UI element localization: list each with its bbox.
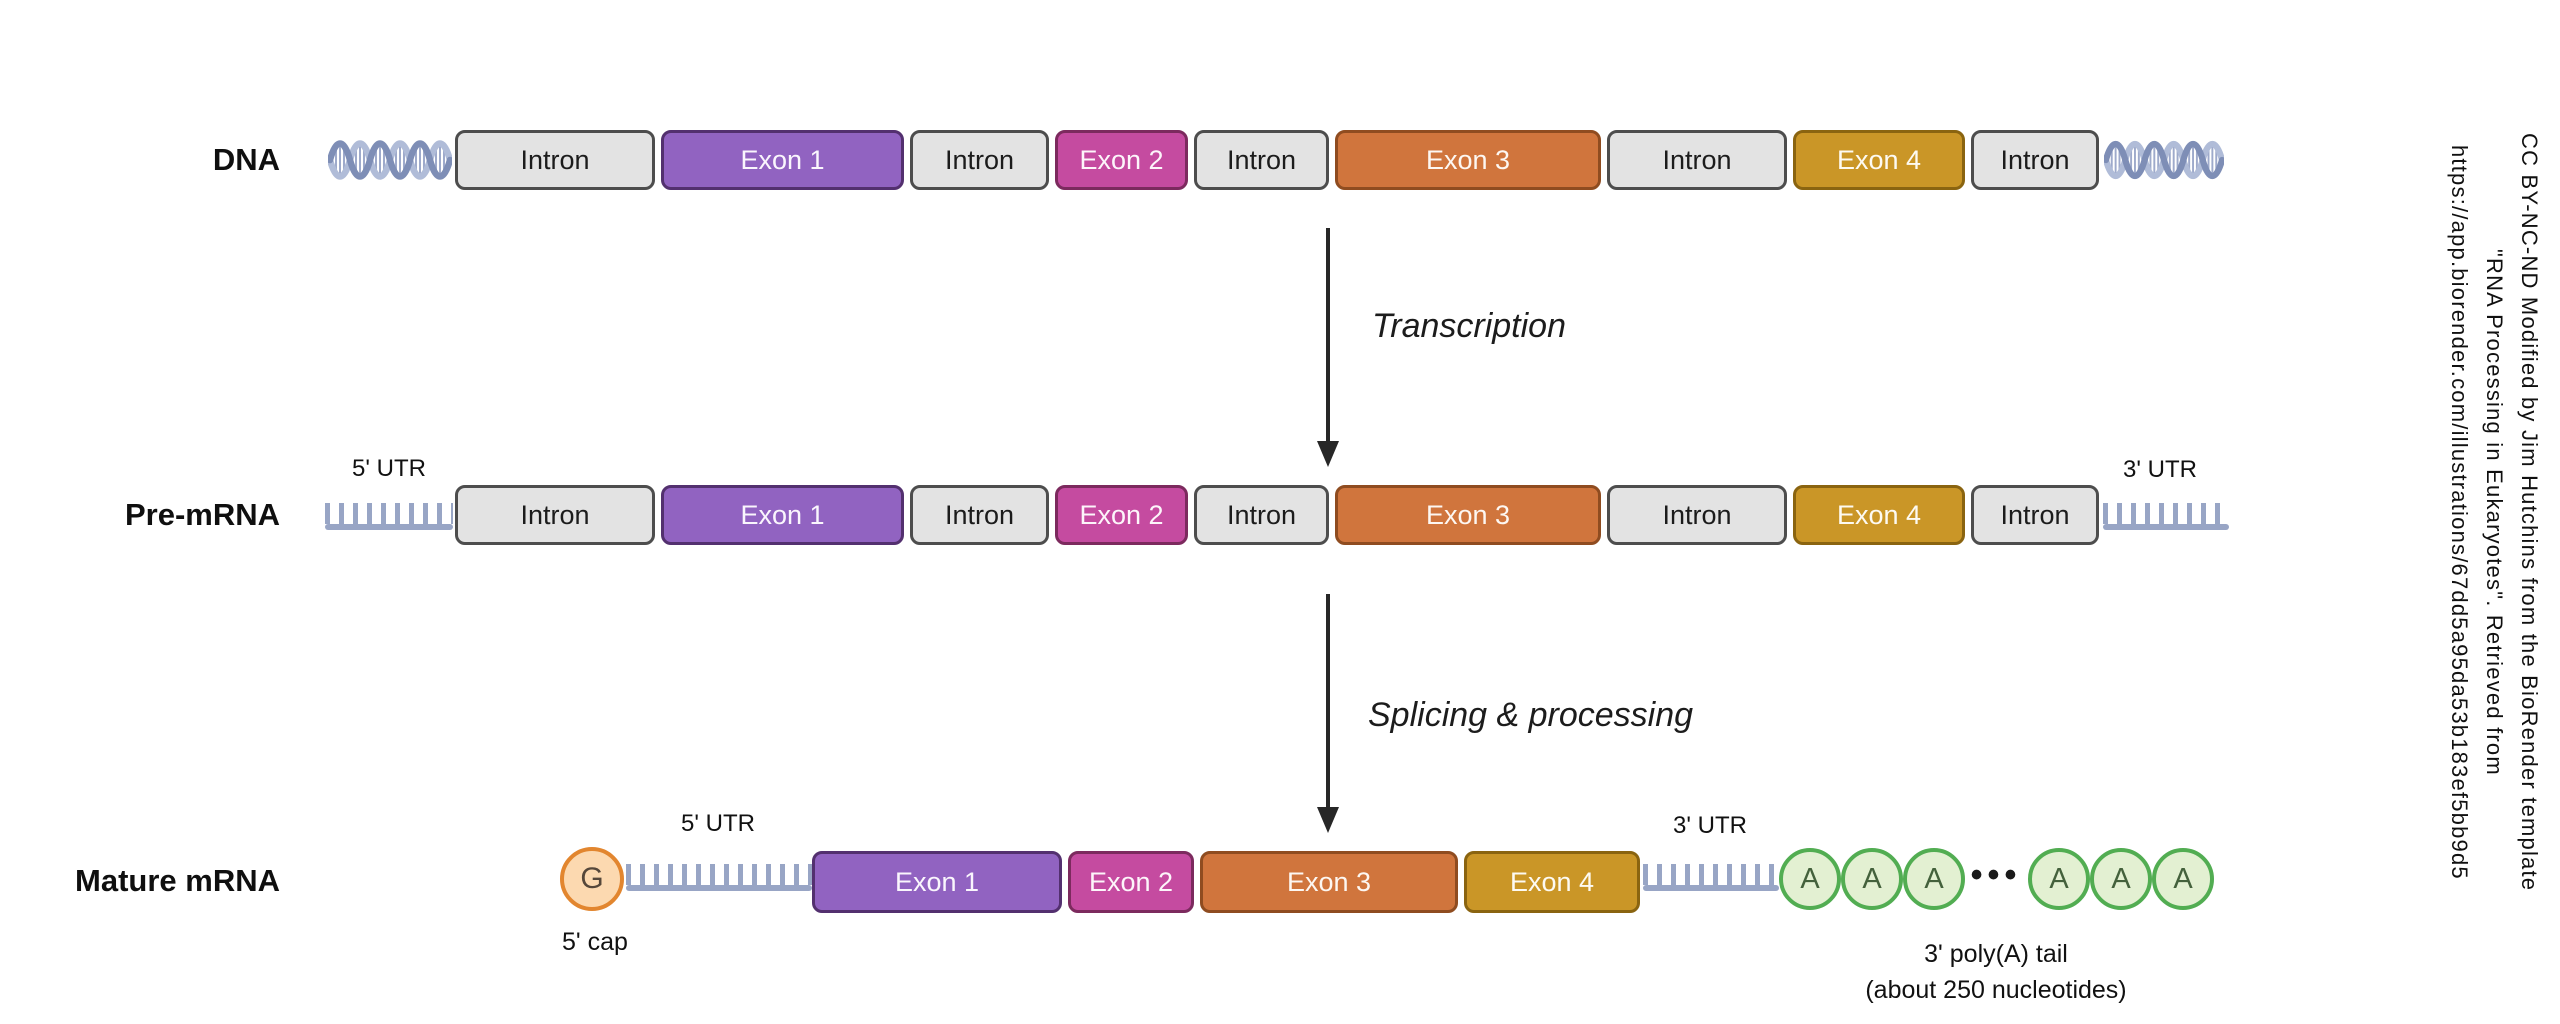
mature-3utr-strand [1643, 864, 1779, 891]
pre-mrna-row: Pre-mRNA 5' UTR Intron Exon 1 Intron Exo… [0, 455, 2560, 545]
dna-helix-right-icon [2104, 140, 2224, 180]
mature-mrna-row: Mature mRNA G 5' cap 5' UTR Exon 1 Exon … [0, 810, 2560, 1004]
attribution-text: CC BY-NC-ND Modified by Jim Hutchins fro… [2442, 0, 2547, 1024]
mature-mrna-row-label: Mature mRNA [75, 863, 280, 898]
pre-mrna-3utr-strand [2103, 503, 2229, 530]
rna-teeth [2103, 503, 2229, 524]
pre-mrna-3utr-label: 3' UTR [2123, 456, 2197, 483]
mature-5utr-strand [626, 864, 812, 891]
polya-nucleotide-icon: A [1903, 848, 1965, 910]
pre-mrna-segment-intron: Intron [1607, 485, 1787, 545]
dna-segment-exon-2: Exon 2 [1055, 130, 1188, 190]
dna-segment-exon-1: Exon 1 [661, 130, 904, 190]
dna-row-label: DNA [212, 142, 280, 177]
splicing-arrowhead-icon [1317, 807, 1339, 833]
pre-mrna-segment-intron: Intron [455, 485, 655, 545]
dna-segment-intron: Intron [1607, 130, 1787, 190]
pre-mrna-segment-intron: Intron [1194, 485, 1329, 545]
attribution-url-line: https://app.biorender.com/illustrations/… [2447, 144, 2472, 880]
pre-mrna-row-label: Pre-mRNA [124, 497, 280, 532]
rna-teeth [325, 503, 453, 524]
transcription-arrow [1326, 228, 1330, 442]
dna-row: DNA Intron Exon 1 Intron Exon 2 Intron E… [0, 130, 2560, 190]
rna-spine [626, 885, 812, 891]
polya-nucleotide-icon: A [2090, 848, 2152, 910]
pre-mrna-5utr-strand [325, 503, 453, 530]
dna-segment-intron: Intron [1194, 130, 1329, 190]
mature-5utr-label: 5' UTR [681, 810, 755, 837]
pre-mrna-segment-exon-3: Exon 3 [1335, 485, 1601, 545]
polya-nucleotide-icon: A [2028, 848, 2090, 910]
dna-segment-intron: Intron [910, 130, 1049, 190]
splicing-label: Splicing & processing [1368, 696, 1694, 734]
rna-spine [1643, 885, 1779, 891]
pre-mrna-segment-exon-2: Exon 2 [1055, 485, 1188, 545]
rna-teeth [626, 864, 812, 885]
rna-spine [325, 524, 453, 530]
five-prime-cap-label: 5' cap [562, 928, 628, 956]
pre-mrna-segment-intron: Intron [910, 485, 1049, 545]
rna-spine [2103, 524, 2229, 530]
dna-segment-intron: Intron [1971, 130, 2099, 190]
dna-segment-intron: Intron [455, 130, 655, 190]
mature-segment-exon-1: Exon 1 [812, 851, 1062, 913]
pre-mrna-segment-exon-1: Exon 1 [661, 485, 904, 545]
transcription-label: Transcription [1372, 307, 1566, 345]
dna-segment-exon-3: Exon 3 [1335, 130, 1601, 190]
pre-mrna-segment-exon-4: Exon 4 [1793, 485, 1965, 545]
mature-3utr-label: 3' UTR [1673, 812, 1747, 839]
polya-tail-label: 3' poly(A) tail [1924, 940, 2068, 968]
rna-teeth [1643, 864, 1779, 885]
attribution-source-line: "RNA Processing in Eukaryotes". Retrieve… [2482, 248, 2507, 776]
pre-mrna-segment-intron: Intron [1971, 485, 2099, 545]
polya-ellipsis: ••• [1970, 856, 2022, 894]
splicing-arrow [1326, 594, 1330, 808]
mature-segment-exon-4: Exon 4 [1464, 851, 1640, 913]
mature-segment-exon-3: Exon 3 [1200, 851, 1458, 913]
polya-tail-sublabel: (about 250 nucleotides) [1865, 976, 2127, 1004]
polya-nucleotide-icon: A [1779, 848, 1841, 910]
transcription-arrowhead-icon [1317, 441, 1339, 467]
mature-segment-exon-2: Exon 2 [1068, 851, 1194, 913]
five-prime-cap-icon: G [560, 847, 624, 911]
pre-mrna-5utr-label: 5' UTR [352, 455, 426, 482]
polya-nucleotide-icon: A [1841, 848, 1903, 910]
polya-nucleotide-icon: A [2152, 848, 2214, 910]
dna-segment-exon-4: Exon 4 [1793, 130, 1965, 190]
dna-helix-left-icon [328, 140, 452, 180]
attribution-license-line: CC BY-NC-ND Modified by Jim Hutchins fro… [2517, 132, 2542, 892]
